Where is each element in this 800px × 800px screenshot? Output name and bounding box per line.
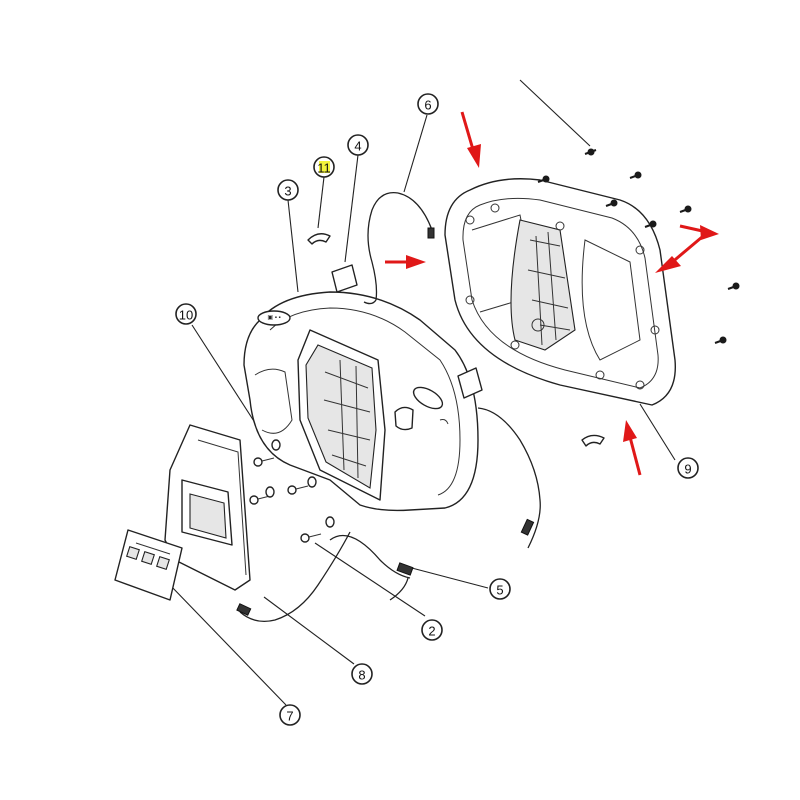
leader-lines xyxy=(169,79,676,706)
rear-housing xyxy=(444,178,676,406)
screw-front-4 xyxy=(300,533,322,543)
callout-11: 11 xyxy=(313,156,335,178)
clip-upper xyxy=(307,233,331,245)
arrow-top xyxy=(460,111,481,168)
leader-11 xyxy=(317,176,325,229)
screw-front-1 xyxy=(253,457,275,467)
screw-rear-3 xyxy=(629,171,642,179)
leader-2 xyxy=(314,542,426,617)
callout-4-label: 4 xyxy=(354,139,361,154)
leader-7 xyxy=(169,584,287,706)
screw-rear-1 xyxy=(584,148,597,156)
leader-9 xyxy=(639,403,676,461)
leader-6 xyxy=(403,114,428,193)
leader-top-screw xyxy=(519,79,591,147)
callout-7: 7 xyxy=(279,704,301,726)
callout-2-label: 2 xyxy=(428,624,435,639)
callout-4: 4 xyxy=(347,134,369,156)
leader-4 xyxy=(344,154,359,263)
side-wire xyxy=(236,531,351,623)
callout-6-label: 6 xyxy=(424,98,431,113)
pad-part xyxy=(331,264,358,293)
callout-3: 3 xyxy=(277,179,299,201)
front-screws xyxy=(249,439,335,543)
callout-8-label: 8 xyxy=(358,668,365,683)
front-housing: ▣ ▪ ▪ xyxy=(243,291,479,512)
svg-text:▣ ▪ ▪: ▣ ▪ ▪ xyxy=(267,315,280,321)
callout-2: 2 xyxy=(421,619,443,641)
callout-3-label: 3 xyxy=(284,184,291,199)
arrow-bottom xyxy=(623,420,642,476)
screw-front-3 xyxy=(287,485,309,495)
small-tag xyxy=(457,367,483,399)
sensor-cable xyxy=(329,407,541,601)
callout-8: 8 xyxy=(351,663,373,685)
screw-rear-7 xyxy=(727,282,740,290)
screw-rear-5 xyxy=(679,205,692,213)
callout-5: 5 xyxy=(489,578,511,600)
control-label-plate xyxy=(114,529,183,601)
arrow-right-double xyxy=(655,224,719,273)
callout-9-label: 9 xyxy=(684,462,691,477)
screw-rear-6 xyxy=(644,220,657,228)
rear-screws xyxy=(537,148,740,344)
screw-rear-4 xyxy=(605,199,618,207)
callouts: 11 6 4 3 10 9 5 2 xyxy=(175,93,699,726)
screw-rear-8 xyxy=(714,336,727,344)
screw-rear-2 xyxy=(537,175,550,183)
screw-front-2 xyxy=(249,495,271,505)
front-housing-badge-right xyxy=(412,386,444,410)
callout-6: 6 xyxy=(417,93,439,115)
callout-9: 9 xyxy=(677,457,699,479)
leader-3 xyxy=(287,199,299,293)
callout-10-label: 10 xyxy=(179,308,193,323)
callout-5-label: 5 xyxy=(496,583,503,598)
callout-10: 10 xyxy=(175,303,197,325)
callout-7-label: 7 xyxy=(286,709,293,724)
arrow-left xyxy=(385,255,426,269)
red-arrows xyxy=(385,111,719,476)
front-housing-badge-left xyxy=(257,310,291,326)
side-cover xyxy=(164,424,251,591)
wire-harness xyxy=(363,191,435,305)
leader-8 xyxy=(263,596,355,665)
clip-lower xyxy=(581,434,605,447)
leader-5 xyxy=(407,566,489,589)
housing-boss xyxy=(465,215,475,225)
callout-11-label: 11 xyxy=(317,161,331,176)
callout-11-highlight xyxy=(319,161,330,173)
